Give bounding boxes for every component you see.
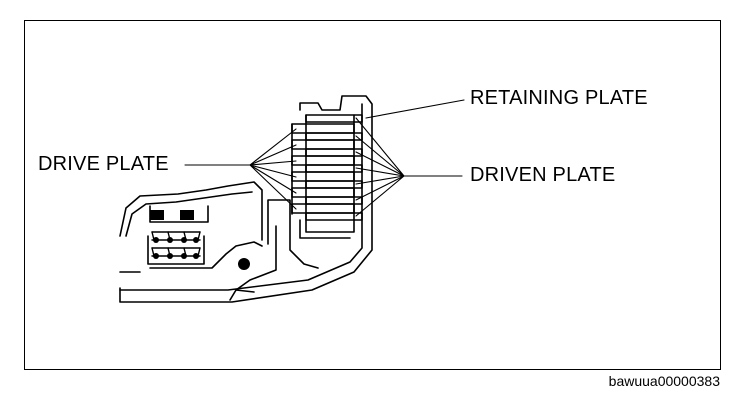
figure-id: bawuua00000383 (608, 373, 720, 389)
drive-plate-label: DRIVE PLATE (38, 153, 169, 175)
retaining-plate-label: RETAINING PLATE (470, 87, 648, 109)
drive-plates (291, 123, 355, 214)
plate-stack-frame (291, 114, 355, 239)
diagram-frame (24, 20, 721, 370)
leader-lines (184, 99, 465, 217)
piston-assembly (119, 181, 263, 273)
return-spring (151, 231, 201, 259)
clutch-housing (119, 95, 373, 303)
driven-plate-label: DRIVEN PLATE (470, 164, 616, 186)
